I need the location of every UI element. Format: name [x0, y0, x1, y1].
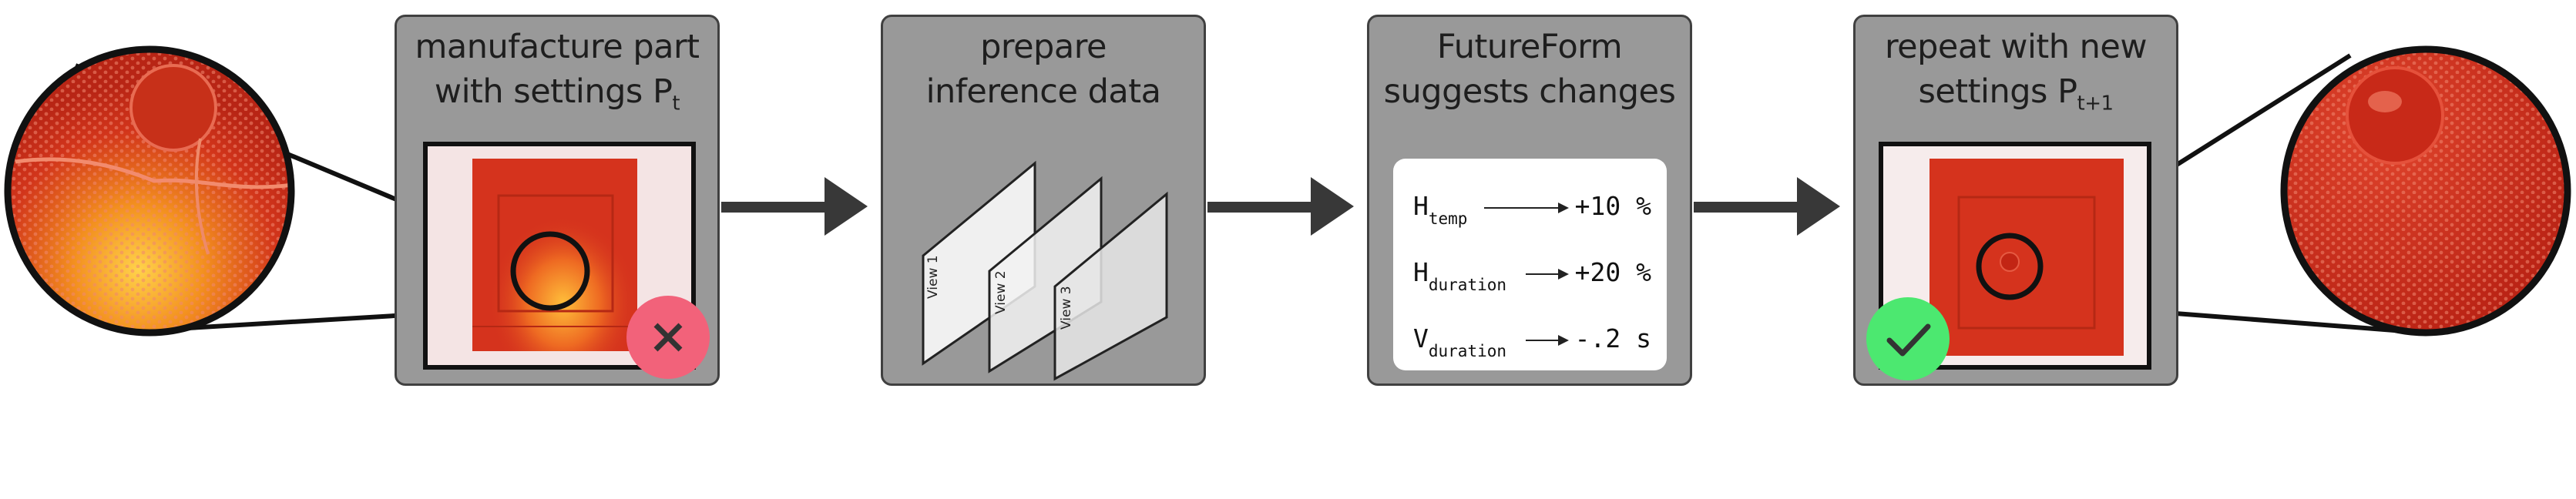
step-title: repeat with new settings Pt+1: [1856, 25, 2176, 126]
title-line: with settings Pt: [434, 72, 680, 116]
title-line: repeat with new: [1884, 28, 2148, 66]
view-1-label: View 1: [925, 255, 941, 299]
title-line: manufacture part: [415, 28, 700, 66]
title-line: FutureForm: [1436, 28, 1623, 66]
parameter-name: Vduration: [1413, 323, 1507, 360]
suggestions-card: Htemp +10 % Hduration +20 % Vduration -.…: [1393, 159, 1667, 370]
suggestion-row: Vduration -.2 s: [1413, 323, 1651, 362]
title-line: inference data: [925, 72, 1161, 111]
view-3-label: View 3: [1059, 286, 1074, 330]
step-prepare-panel: prepare inference data View 1 View 2 Vie…: [881, 15, 1206, 386]
step-futureform-panel: FutureForm suggests changes Htemp +10 % …: [1367, 15, 1692, 386]
success-check-icon: [1866, 297, 1950, 380]
part-photo: [1879, 142, 2151, 370]
step-title: prepare inference data: [883, 25, 1204, 114]
parameter-change: -.2 s: [1574, 323, 1651, 353]
suggestion-row: Hduration +20 %: [1413, 257, 1651, 296]
flow-arrow-3-head: [1797, 177, 1840, 236]
step-title: manufacture part with settings Pt: [397, 25, 717, 126]
title-line: settings Pt+1: [1918, 72, 2114, 116]
flow-arrow-2-head: [1311, 177, 1354, 236]
step-title: FutureForm suggests changes: [1369, 25, 1690, 114]
parameter-name: Hduration: [1413, 257, 1507, 294]
suggestion-row: Htemp +10 %: [1413, 191, 1651, 229]
parameter-name: Htemp: [1413, 191, 1468, 228]
view-planes: View 1 View 2 View 3: [922, 160, 1168, 381]
step-repeat-panel: repeat with new settings Pt+1: [1853, 15, 2178, 386]
flow-arrow-2: [1207, 202, 1315, 213]
view-2-label: View 2: [993, 270, 1009, 314]
step-manufacture-panel: manufacture part with settings Pt: [395, 15, 720, 386]
parameter-change: +20 %: [1574, 257, 1651, 287]
title-line: prepare: [980, 28, 1107, 66]
flow-arrow-3: [1694, 202, 1802, 213]
parameter-change: +10 %: [1574, 191, 1651, 221]
flow-arrow-1-head: [825, 177, 868, 236]
flow-arrow-1: [721, 202, 829, 213]
title-line: suggests changes: [1383, 72, 1676, 111]
fail-x-icon: [626, 296, 710, 379]
